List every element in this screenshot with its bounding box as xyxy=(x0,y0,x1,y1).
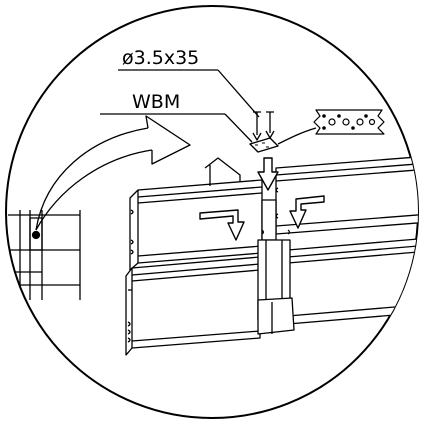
perforated-plate-icon xyxy=(313,109,385,135)
screw-icon xyxy=(252,111,275,141)
screw-size-label: ø3.5x35 xyxy=(122,47,199,69)
log-lower-right xyxy=(287,237,418,325)
position-marker-dot xyxy=(31,230,41,240)
leader-lines xyxy=(100,69,317,145)
down-arrow-icon xyxy=(199,157,325,241)
log-lower-left xyxy=(125,256,261,356)
connector-label: WBM xyxy=(132,91,180,113)
log-upper-left xyxy=(129,157,263,271)
vertical-post xyxy=(257,199,295,335)
connector-plate xyxy=(249,137,279,153)
curved-arrow-icon xyxy=(35,115,191,231)
